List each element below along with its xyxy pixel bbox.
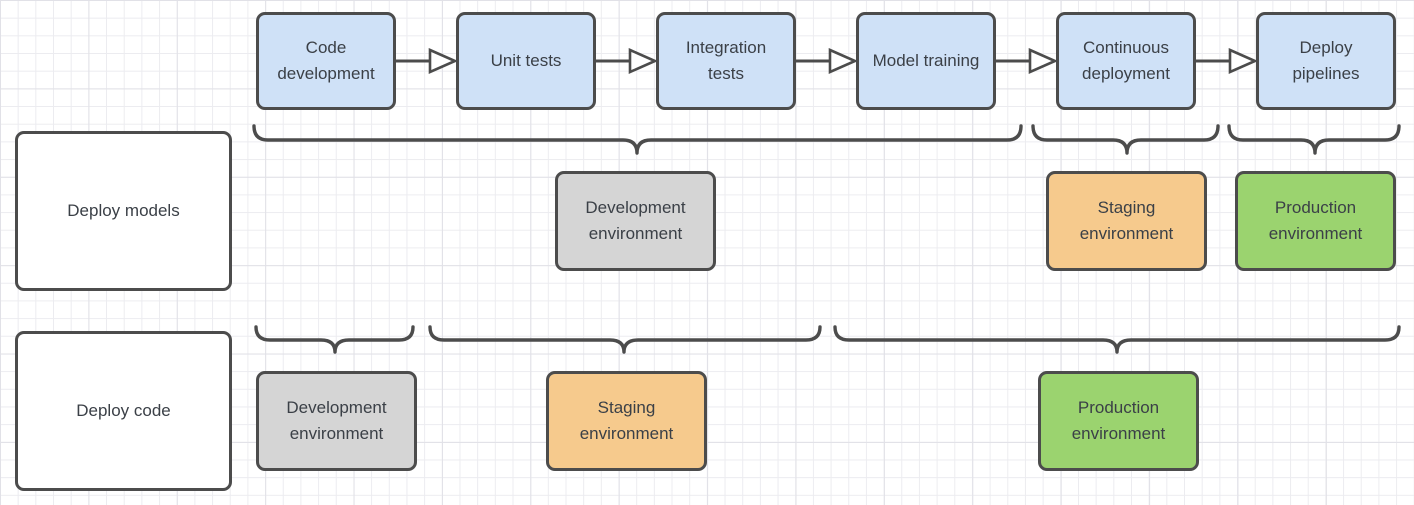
environment-label: Development environment xyxy=(585,198,686,243)
pipeline-step-label: Unit tests xyxy=(490,51,562,70)
row-label-deploy-models[interactable]: Deploy models xyxy=(15,131,232,291)
pipeline-step-label: Continuous deployment xyxy=(1082,38,1170,83)
env-code-production[interactable]: Production environment xyxy=(1038,371,1199,471)
flow-arrow-4[interactable] xyxy=(996,48,1059,74)
brace-code-production[interactable] xyxy=(833,325,1401,354)
row-label-deploy-code[interactable]: Deploy code xyxy=(15,331,232,491)
row-label-text: Deploy models xyxy=(67,201,180,220)
env-models-development[interactable]: Development environment xyxy=(555,171,716,271)
flow-arrow-5[interactable] xyxy=(1196,48,1259,74)
brace-code-development[interactable] xyxy=(254,325,415,354)
flow-arrow-3[interactable] xyxy=(796,48,859,74)
environment-label: Development environment xyxy=(286,398,387,443)
arrowhead-icon xyxy=(828,48,859,74)
pipeline-step-unit-tests[interactable]: Unit tests xyxy=(456,12,596,110)
arrowhead-icon xyxy=(428,48,459,74)
pipeline-step-code-development[interactable]: Code development xyxy=(256,12,396,110)
pipeline-step-integration-tests[interactable]: Integration tests xyxy=(656,12,796,110)
pipeline-step-continuous-deployment[interactable]: Continuous deployment xyxy=(1056,12,1196,110)
arrowhead-icon xyxy=(1028,48,1059,74)
environment-label: Production environment xyxy=(1071,398,1166,443)
env-models-production[interactable]: Production environment xyxy=(1235,171,1396,271)
brace-models-production[interactable] xyxy=(1227,124,1401,155)
pipeline-step-model-training[interactable]: Model training xyxy=(856,12,996,110)
brace-models-staging[interactable] xyxy=(1031,124,1220,155)
env-models-staging[interactable]: Staging environment xyxy=(1046,171,1207,271)
pipeline-step-label: Integration tests xyxy=(685,38,767,83)
flow-arrow-2[interactable] xyxy=(596,48,659,74)
pipeline-step-label: Model training xyxy=(872,51,980,70)
env-code-development[interactable]: Development environment xyxy=(256,371,417,471)
environment-label: Staging environment xyxy=(579,398,674,443)
arrowhead-icon xyxy=(1228,48,1259,74)
pipeline-step-label: Deploy pipelines xyxy=(1292,38,1360,83)
pipeline-step-label: Code development xyxy=(277,38,375,83)
brace-code-staging[interactable] xyxy=(428,325,822,354)
flow-arrow-1[interactable] xyxy=(396,48,459,74)
env-code-staging[interactable]: Staging environment xyxy=(546,371,707,471)
brace-models-development[interactable] xyxy=(252,124,1023,155)
pipeline-step-deploy-pipelines[interactable]: Deploy pipelines xyxy=(1256,12,1396,110)
row-label-text: Deploy code xyxy=(76,401,171,420)
environment-label: Production environment xyxy=(1268,198,1363,243)
environment-label: Staging environment xyxy=(1079,198,1174,243)
arrowhead-icon xyxy=(628,48,659,74)
